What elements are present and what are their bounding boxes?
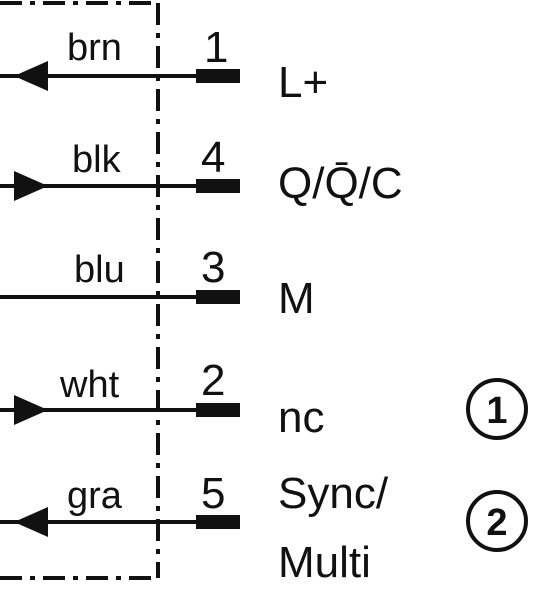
signal-label: Sync/ [278, 469, 389, 518]
signal-label: Q/Q̄/C [278, 159, 403, 208]
signal-label: nc [278, 393, 324, 442]
wire-color-label: blu [74, 249, 125, 291]
arrow-out-icon [14, 171, 48, 201]
pin-contact [196, 403, 240, 417]
pin-contact [196, 69, 240, 83]
signal-label-line2: Multi [278, 538, 371, 587]
wire-row-blu: blu 3 M [0, 243, 315, 323]
wire-row-brn: brn 1 L+ [0, 23, 328, 107]
wire-color-label: gra [67, 475, 123, 517]
pin-contact [196, 515, 240, 529]
signal-label: L+ [278, 58, 328, 107]
pin-number: 2 [201, 356, 225, 405]
pin-contact [196, 179, 240, 193]
marker-number: 1 [486, 390, 507, 432]
arrow-in-icon [14, 507, 48, 537]
footnote-marker-2: 2 [466, 490, 528, 552]
wire-color-label: brn [67, 27, 122, 69]
wire-color-label: blk [72, 139, 122, 181]
wire-row-gra: gra 5 Sync/ Multi [0, 469, 389, 587]
arrow-out-icon [14, 395, 48, 425]
pin-contact [196, 290, 240, 304]
pin-number: 1 [204, 23, 228, 72]
footnote-marker-1: 1 [466, 378, 528, 440]
arrow-in-icon [14, 61, 48, 91]
wire-color-label: wht [59, 364, 120, 406]
pin-number: 4 [201, 133, 225, 182]
wire-row-wht: wht 2 nc [0, 356, 324, 442]
pin-number: 3 [201, 243, 225, 292]
connector-outline [0, 1, 160, 580]
signal-label: M [278, 274, 315, 323]
wire-row-blk: blk 4 Q/Q̄/C [0, 133, 403, 208]
pin-number: 5 [201, 469, 225, 518]
marker-number: 2 [486, 502, 507, 544]
